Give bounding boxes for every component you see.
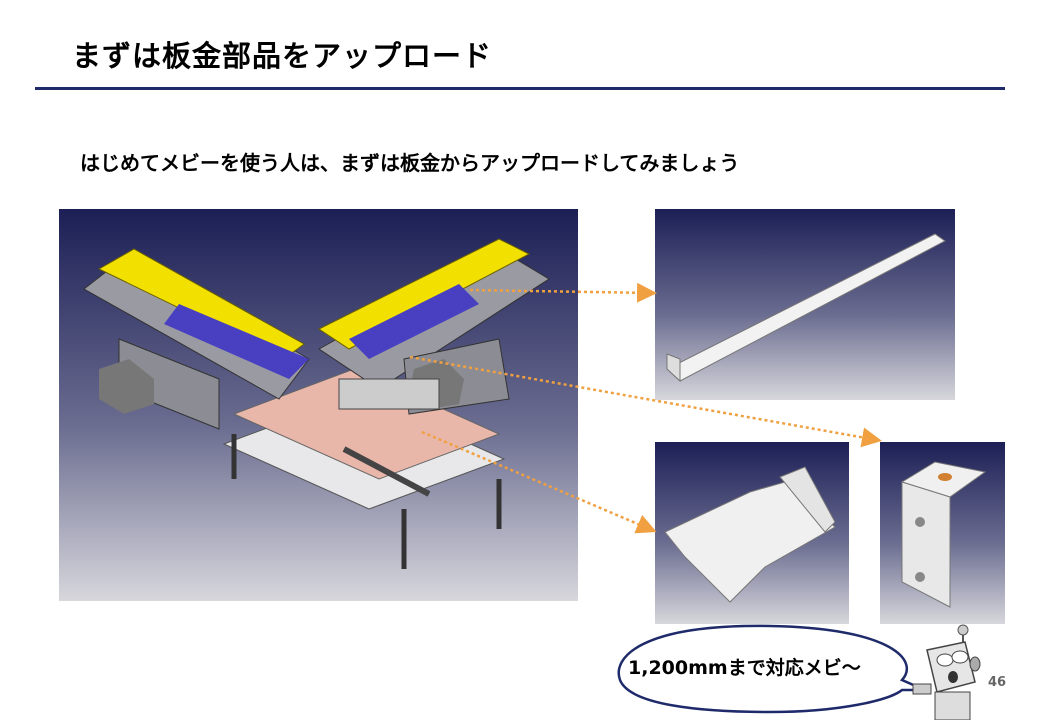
angle-bracket-drawing xyxy=(900,461,987,608)
page-number: 46 xyxy=(988,675,1007,690)
slide-subtitle: はじめてメビーを使う人は、まずは板金からアップロードしてみましょう xyxy=(80,151,740,175)
title-divider xyxy=(35,87,1005,90)
long-bracket-cad-image xyxy=(655,209,955,400)
angle-bracket-cad-image xyxy=(880,442,1005,624)
tray-part-cad-image xyxy=(655,442,849,624)
robot-mascot-icon xyxy=(912,624,981,720)
assembly-drawing xyxy=(83,238,550,569)
slide-title: まずは板金部品をアップロード xyxy=(72,39,493,73)
assembly-cad-image xyxy=(59,209,578,601)
long-bracket-drawing xyxy=(666,233,946,383)
callout-text: 1,200mmまで対応メビ～ xyxy=(628,657,861,679)
tray-part-drawing xyxy=(664,466,836,603)
